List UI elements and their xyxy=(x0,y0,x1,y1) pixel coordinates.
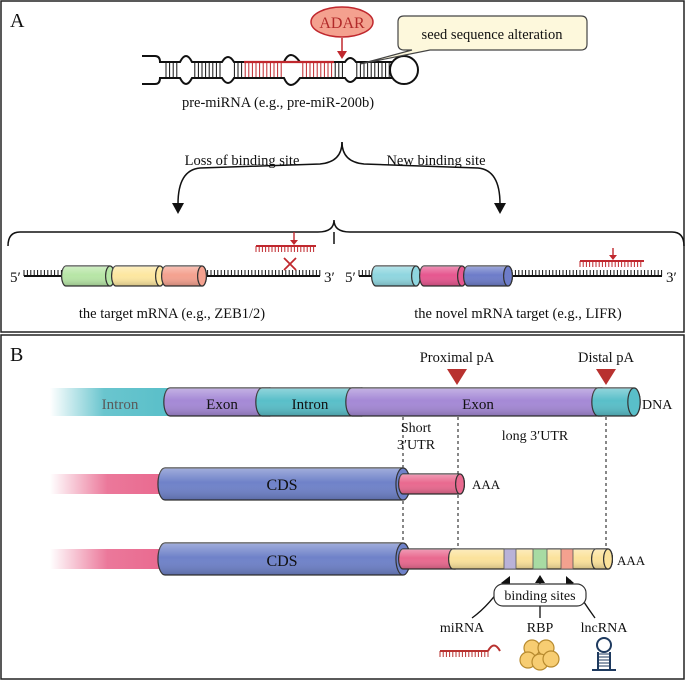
seed-callout: seed sequence alteration xyxy=(359,15,588,65)
proximal-pa-marker xyxy=(447,369,467,385)
mrna2-cds xyxy=(157,542,411,576)
cds-label-1: CDS xyxy=(266,477,297,494)
utr-guides xyxy=(402,417,607,548)
dna-tail xyxy=(591,387,641,417)
left-three-prime: 3′ xyxy=(324,270,335,286)
branch-right-curve xyxy=(341,141,501,205)
site-rbp xyxy=(532,548,548,570)
rbp-icon xyxy=(519,639,560,671)
right-exon-cyan xyxy=(371,265,422,287)
mrna1-3utr xyxy=(398,473,466,495)
proximal-pa-label: Proximal pA xyxy=(420,350,495,366)
mrna2-utr-end xyxy=(591,548,613,570)
mirna-icon xyxy=(439,644,501,657)
branch-right-arrowhead xyxy=(494,203,506,214)
right-mrna-exons xyxy=(371,265,514,287)
adar-ellipse xyxy=(310,6,374,38)
panel-b: B Proximal pA Distal pA Intron Exon Intr… xyxy=(0,334,685,680)
distal-pa-label: Distal pA xyxy=(578,350,635,366)
dna-seg-intron-1: Intron xyxy=(102,397,139,413)
mrna1-5utr-fade xyxy=(50,474,165,494)
right-five-prime: 5′ xyxy=(345,270,356,286)
branch-left-label: Loss of binding site xyxy=(185,153,300,169)
adar-enzyme: ADAR xyxy=(310,6,374,59)
section-brackets xyxy=(7,219,685,247)
adar-label: ADAR xyxy=(319,15,365,32)
pre-mirna-hairpin xyxy=(142,54,419,86)
right-mirna-bound xyxy=(579,248,644,267)
panel-a: A ADAR seed sequence alteration pre-miRN… xyxy=(0,0,685,333)
dna-exon-2 xyxy=(345,387,609,417)
left-mrna-exons xyxy=(61,265,208,287)
site-mirna xyxy=(503,548,517,570)
target-mrna-left: 5′ 3′ the target mRNA (e.g., ZEB1/2) xyxy=(10,232,335,322)
polya-2: AAA xyxy=(617,553,646,568)
left-mirna-unbound xyxy=(255,232,316,252)
dna-seg-exon-2: Exon xyxy=(462,397,494,413)
hairpin-top-strand xyxy=(142,54,393,63)
binding-sites-label: binding sites xyxy=(504,589,575,604)
branch-arrows xyxy=(177,141,501,205)
site-lncrna xyxy=(560,548,574,570)
dna-label: DNA xyxy=(642,398,673,413)
binding-sites-box xyxy=(493,583,587,607)
callout-text: seed sequence alteration xyxy=(422,27,564,43)
mrna2-long-utr xyxy=(448,548,613,570)
regulator-mirna-label: miRNA xyxy=(440,621,485,636)
left-exon-salmon xyxy=(161,265,208,287)
right-caption: the novel mRNA target (e.g., LIFR) xyxy=(414,306,622,322)
left-exon-yellow xyxy=(111,265,166,287)
right-exon-blue xyxy=(463,265,514,287)
short-utr-line1: Short xyxy=(401,421,431,436)
cds-label-2: CDS xyxy=(266,553,297,570)
distal-pa-marker xyxy=(596,369,616,385)
panel-b-label: B xyxy=(10,344,23,366)
regulator-rbp-label: RBP xyxy=(527,621,554,636)
mrna-short-utr xyxy=(50,467,466,501)
left-five-prime: 5′ xyxy=(10,270,21,286)
premirna-caption: pre-miRNA (e.g., pre-miR-200b) xyxy=(182,95,374,111)
adar-arrow-head xyxy=(337,51,347,59)
right-exon-pink xyxy=(419,265,468,287)
dna-seg-intron-2: Intron xyxy=(292,397,329,413)
dna-intron-fade xyxy=(50,388,170,416)
callout-bubble xyxy=(359,15,588,65)
branch-left-curve xyxy=(177,141,343,205)
hairpin-bottom-strand xyxy=(142,77,393,86)
branch-right-label: New binding site xyxy=(386,153,485,169)
polya-1: AAA xyxy=(472,477,501,492)
mrna1-cds xyxy=(157,467,411,501)
mrna-long-utr xyxy=(50,542,613,576)
dna-seg-exon-1: Exon xyxy=(206,397,238,413)
branch-left-arrowhead xyxy=(172,203,184,214)
mrna2-5utr-fade xyxy=(50,549,165,569)
lncrna-icon xyxy=(592,637,616,671)
right-three-prime: 3′ xyxy=(666,270,677,286)
target-mrna-right: 5′ 3′ the novel mRNA target (e.g., LIFR) xyxy=(345,248,677,322)
short-utr-line2: 3′UTR xyxy=(397,438,436,453)
left-exon-green xyxy=(61,265,115,287)
long-utr-label: long 3′UTR xyxy=(502,429,569,444)
panel-a-frame xyxy=(0,0,685,333)
hairpin-base-pairs xyxy=(165,63,390,77)
panel-b-frame xyxy=(0,334,685,680)
left-caption: the target mRNA (e.g., ZEB1/2) xyxy=(79,306,265,322)
dna-gene xyxy=(50,387,641,417)
panel-a-label: A xyxy=(10,10,25,32)
arrowhead-rbp xyxy=(535,575,545,583)
regulator-lncrna-label: lncRNA xyxy=(581,621,629,636)
hairpin-loop xyxy=(389,55,419,85)
